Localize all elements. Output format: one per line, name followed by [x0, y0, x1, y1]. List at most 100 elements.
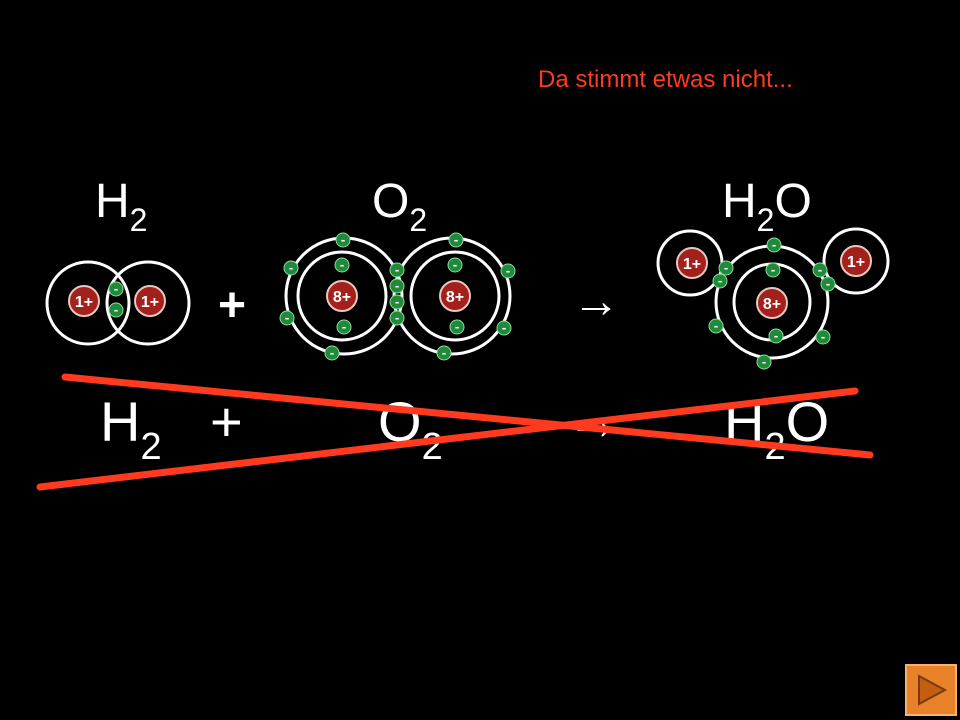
- strike-line: [61, 373, 874, 459]
- nucleus-core: [676, 247, 708, 279]
- electron-shell: [409, 250, 501, 342]
- electron-dot: [283, 260, 299, 276]
- electron-dot: [447, 257, 463, 273]
- nucleus-charge: 8+: [446, 289, 464, 306]
- nucleus-charge: 1+: [75, 294, 93, 311]
- nucleus-core: [439, 280, 471, 312]
- electron: -: [812, 262, 828, 278]
- nucleus-charge: 8+: [333, 289, 351, 306]
- electron-charge: -: [341, 232, 345, 247]
- nucleus: 1+: [676, 247, 708, 279]
- electron-charge: -: [342, 319, 346, 334]
- electron-shell: [822, 227, 890, 295]
- nucleus-core: [134, 285, 166, 317]
- nucleus: 8+: [439, 280, 471, 312]
- electron-charge: -: [453, 257, 457, 272]
- electron: -: [447, 257, 463, 273]
- electron-charge: -: [818, 262, 822, 277]
- play-triangle-icon: [918, 674, 948, 706]
- electron: -: [708, 318, 724, 334]
- electron-charge: -: [718, 273, 722, 288]
- electron-dot: [820, 276, 836, 292]
- nucleus-core: [756, 287, 788, 319]
- electron-dot: [448, 232, 464, 248]
- electron-charge: -: [442, 345, 446, 360]
- electron-dot: [389, 310, 405, 326]
- electron-dot: [812, 262, 828, 278]
- electron-charge: -: [395, 262, 399, 277]
- electron-dot: [766, 237, 782, 253]
- strike-line: [36, 387, 859, 491]
- electron: -: [766, 237, 782, 253]
- electron-dot: [335, 232, 351, 248]
- electron: -: [334, 257, 350, 273]
- electron-charge: -: [502, 320, 506, 335]
- nucleus: 1+: [134, 285, 166, 317]
- electron-dot: [815, 329, 831, 345]
- electron-dot: [436, 345, 452, 361]
- electron: -: [389, 278, 405, 294]
- reaction-arrow: →: [572, 275, 620, 328]
- electron: -: [336, 319, 352, 335]
- nucleus-core: [840, 245, 872, 277]
- electron-dot: [496, 320, 512, 336]
- electron-dot: [765, 262, 781, 278]
- plus-sign: +: [218, 279, 247, 332]
- electron: -: [756, 354, 772, 370]
- electron: -: [718, 260, 734, 276]
- electron-charge: -: [455, 319, 459, 334]
- electron: -: [712, 273, 728, 289]
- electron-charge: -: [395, 278, 399, 293]
- nucleus-core: [326, 280, 358, 312]
- electron-charge: -: [454, 232, 458, 247]
- electron: -: [389, 294, 405, 310]
- electron-charge: -: [772, 237, 776, 252]
- nucleus: 8+: [756, 287, 788, 319]
- electron-shell: [105, 260, 191, 346]
- electron-charge: -: [285, 310, 289, 325]
- electron: -: [436, 345, 452, 361]
- label-o2: O2: [372, 175, 428, 238]
- nucleus: 1+: [840, 245, 872, 277]
- electron-dot: [756, 354, 772, 370]
- electron-charge: -: [762, 354, 766, 369]
- electron-charge: -: [774, 328, 778, 343]
- electron-charge: -: [714, 318, 718, 333]
- label-h2: H2: [95, 175, 148, 238]
- next-slide-button[interactable]: [905, 664, 957, 716]
- nucleus: 1+: [68, 285, 100, 317]
- electron-shell: [45, 260, 131, 346]
- electron-dot: [108, 302, 124, 318]
- electron-dot: [389, 278, 405, 294]
- electron-dot: [389, 262, 405, 278]
- electron-charge: -: [289, 260, 293, 275]
- electron-charge: -: [114, 302, 118, 317]
- electron-dot: [389, 294, 405, 310]
- remark-text: Da stimmt etwas nicht...: [538, 66, 793, 93]
- electron-dot: [712, 273, 728, 289]
- electron-charge: -: [826, 276, 830, 291]
- electron-charge: -: [821, 329, 825, 344]
- electron-charge: -: [395, 310, 399, 325]
- nucleus-charge: 8+: [763, 296, 781, 313]
- nucleus: 8+: [326, 280, 358, 312]
- electron-dot: [279, 310, 295, 326]
- electron-charge: -: [724, 260, 728, 275]
- electron-dot: [336, 319, 352, 335]
- electron-charge: -: [771, 262, 775, 277]
- electron-charge: -: [340, 257, 344, 272]
- label-h2o: H2O: [722, 175, 812, 238]
- electron-dot: [768, 328, 784, 344]
- electron: -: [449, 319, 465, 335]
- electron: -: [108, 302, 124, 318]
- nucleus-charge: 1+: [683, 256, 701, 273]
- electron: -: [279, 310, 295, 326]
- electron: -: [108, 281, 124, 297]
- electron-charge: -: [114, 281, 118, 296]
- electron-dot: [324, 345, 340, 361]
- electron-dot: [334, 257, 350, 273]
- electron: -: [820, 276, 836, 292]
- electron-charge: -: [395, 294, 399, 309]
- nucleus-core: [68, 285, 100, 317]
